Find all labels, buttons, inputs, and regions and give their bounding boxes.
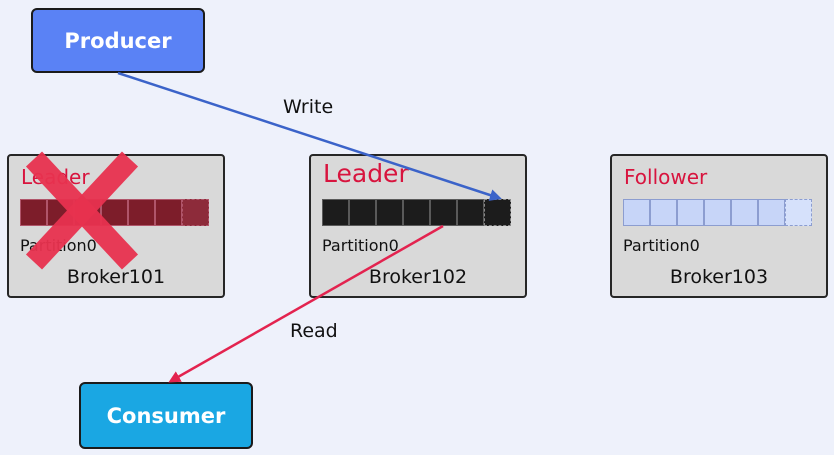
broker-102-partition-log bbox=[322, 199, 511, 226]
broker-103-role: Follower bbox=[624, 165, 708, 189]
log-segment-pending bbox=[785, 199, 812, 226]
log-segment bbox=[731, 199, 758, 226]
write-arrow-label: Write bbox=[283, 96, 334, 118]
log-segment bbox=[430, 199, 457, 226]
broker-103-partition-log bbox=[623, 199, 812, 226]
broker-103-name: Broker103 bbox=[669, 266, 769, 288]
log-segment bbox=[376, 199, 403, 226]
log-segment bbox=[155, 199, 182, 226]
log-segment bbox=[349, 199, 376, 226]
log-segment-pending bbox=[182, 199, 209, 226]
consumer-label: Consumer bbox=[106, 403, 226, 428]
producer-label: Producer bbox=[64, 28, 172, 53]
write-arrow bbox=[117, 71, 502, 201]
log-segment bbox=[704, 199, 731, 226]
producer-node: Producer bbox=[31, 8, 205, 73]
log-segment bbox=[128, 199, 155, 226]
consumer-node: Consumer bbox=[79, 382, 253, 449]
log-segment bbox=[623, 199, 650, 226]
broker-102-name: Broker102 bbox=[368, 266, 468, 288]
log-segment bbox=[457, 199, 484, 226]
read-arrow-label: Read bbox=[290, 320, 338, 342]
broker-103: Follower Partition0 Broker103 bbox=[610, 154, 828, 298]
broker-102-partition-label: Partition0 bbox=[322, 236, 399, 255]
broker-103-partition-label: Partition0 bbox=[623, 236, 700, 255]
log-segment bbox=[20, 199, 47, 226]
read-arrow bbox=[168, 224, 444, 383]
log-segment bbox=[322, 199, 349, 226]
broker-102: Leader Partition0 Broker102 bbox=[309, 154, 527, 298]
log-segment bbox=[758, 199, 785, 226]
broker-101-name: Broker101 bbox=[66, 266, 166, 288]
log-segment bbox=[677, 199, 704, 226]
log-segment bbox=[650, 199, 677, 226]
log-segment bbox=[403, 199, 430, 226]
log-segment-pending bbox=[484, 199, 511, 226]
cross-icon bbox=[25, 151, 139, 270]
